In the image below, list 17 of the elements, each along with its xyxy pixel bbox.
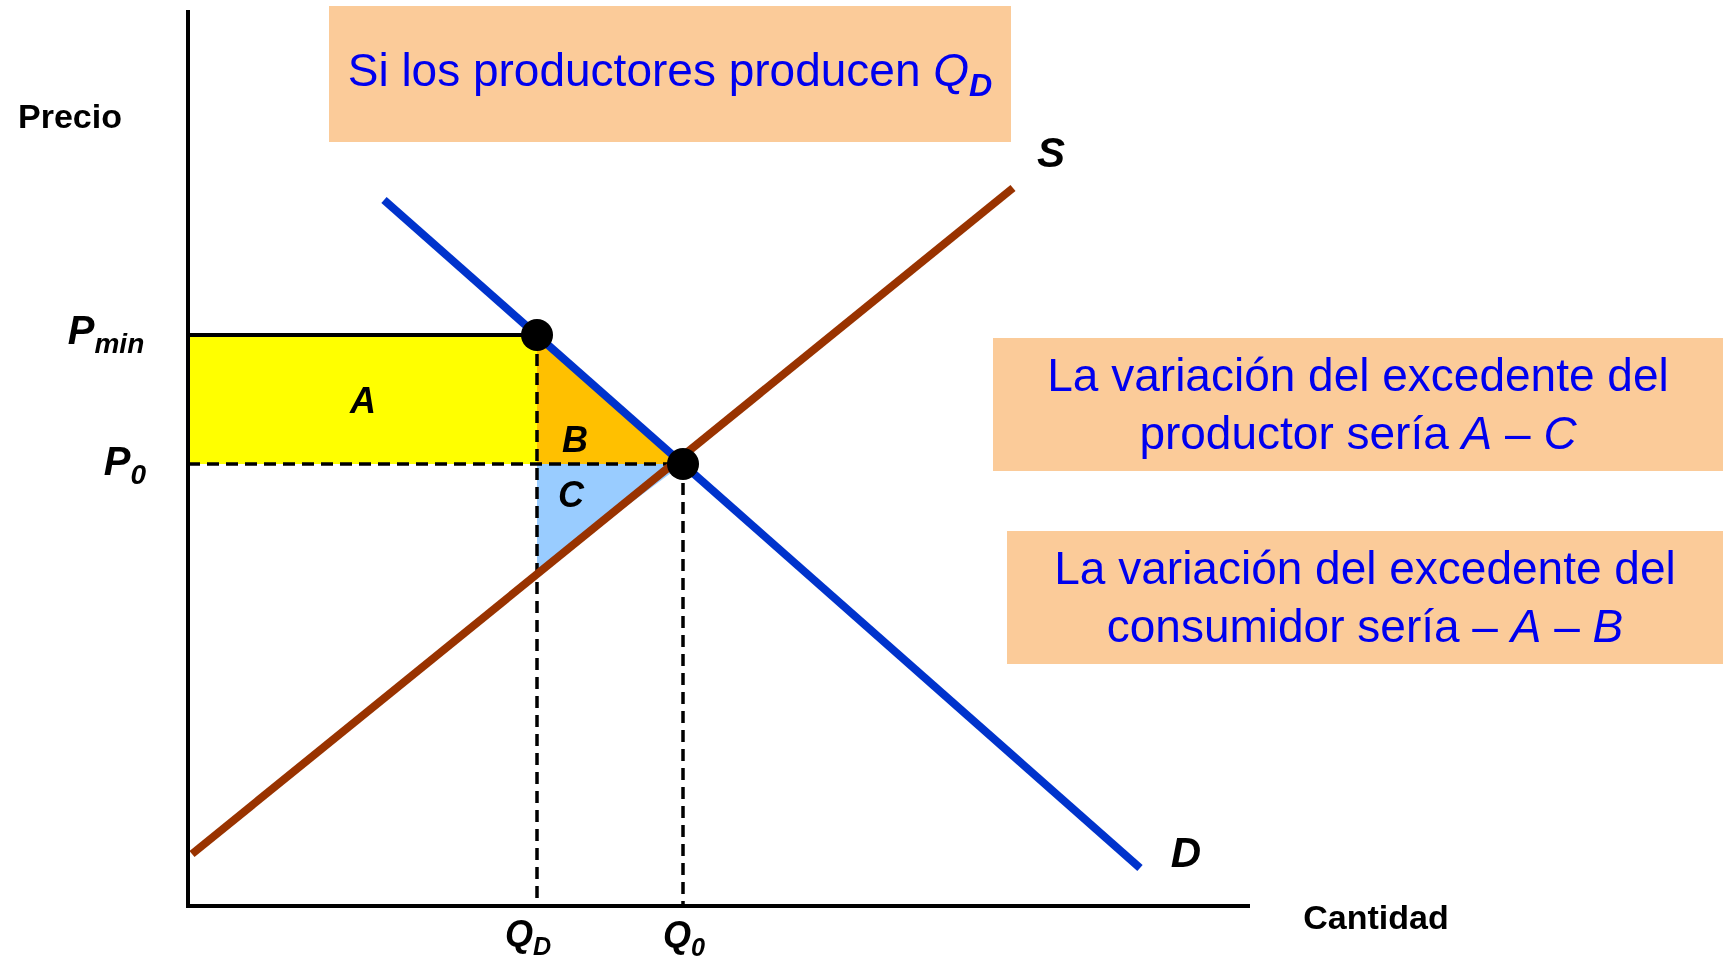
note-box: [1007, 531, 1723, 664]
curve-label: S: [1037, 129, 1065, 177]
axis-title: Cantidad: [1303, 897, 1449, 937]
quantity-label: Q$_{0}$: [663, 914, 705, 962]
note-text: La variación del excedente del productor sería A – C: [1046, 348, 1670, 461]
note-box: [993, 338, 1723, 471]
price-label: P$_{min}$: [67, 308, 145, 360]
area-label: B: [562, 419, 588, 461]
axis-title: Precio: [18, 96, 122, 136]
price-label: P$_{0}$: [103, 439, 147, 491]
quantity-label: Q$_{D}$: [504, 913, 552, 961]
area-label: C: [558, 474, 584, 516]
curve-label: D: [1170, 829, 1202, 877]
note-box: [329, 6, 1011, 142]
note-text: Si los productores producen Q$_{D}$: [347, 43, 993, 106]
area-label: A: [350, 380, 376, 422]
note-text: La variación del excedente del consumidor sería – A – B: [1053, 541, 1677, 654]
